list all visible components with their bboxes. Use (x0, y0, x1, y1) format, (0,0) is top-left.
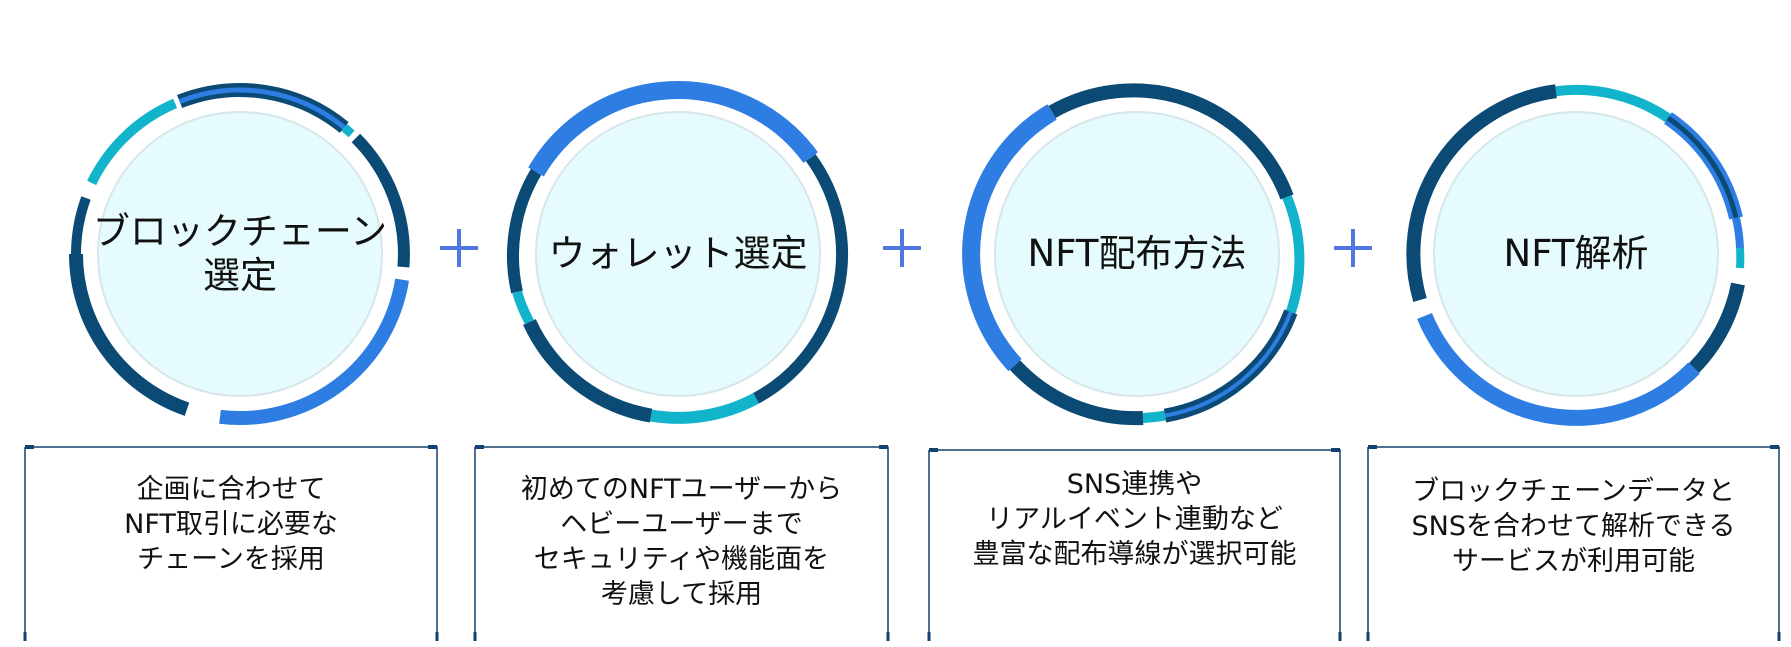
ring-arc-cyan (650, 392, 759, 424)
step-ring-wallet: ウォレット選定 (494, 70, 862, 438)
ring-arc-dark (1048, 83, 1294, 200)
ring-arc-cyan (512, 290, 534, 325)
ring-arc-blue (1164, 311, 1293, 418)
plus-icon (880, 226, 924, 270)
ring-arc-dark (753, 154, 849, 404)
ring-arc-dark (71, 196, 91, 255)
step-description: 初めてのNFTユーザーから ヘビーユーザーまで セキュリティや機能面を 考慮して… (520, 474, 843, 610)
ring-arc-dark (1406, 84, 1557, 302)
step-description: ブロックチェーンデータと SNSを合わせて解析できる サービスが利用可能 (1411, 476, 1736, 577)
ring-graphic (1406, 84, 1745, 426)
step-ring-distribution: NFT配布方法 (953, 70, 1321, 438)
description-card-distribution: SNS連携や リアルイベント連動など 豊富な配布導線が選択可能 (927, 448, 1342, 641)
ring-graphic (507, 81, 849, 424)
step-title: ウォレット選定 (548, 232, 808, 275)
ring-arc-dark (1009, 360, 1144, 426)
step-description: SNS連携や リアルイベント連動など 豊富な配布導線が選択可能 (972, 469, 1297, 570)
ring-graphic (962, 83, 1305, 426)
ring-arc-cyan (1555, 84, 1671, 123)
step-description: 企画に合わせて NFT取引に必要な チェーンを採用 (124, 474, 338, 575)
ring-arc-blue (528, 81, 818, 177)
ring-arc-cyan (87, 98, 178, 186)
plus-icon (1331, 226, 1375, 270)
step-ring-analytics: NFT解析 (1392, 70, 1760, 438)
ring-arc-dark (351, 133, 410, 268)
ring-arc-blue (178, 87, 346, 130)
ring-arc-dark (523, 319, 653, 423)
ring-graphic (69, 83, 410, 426)
description-card-wallet: 初めてのNFTユーザーから ヘビーユーザーまで セキュリティや機能面を 考慮して… (473, 445, 890, 641)
ring-arc-blue (1417, 312, 1700, 426)
description-card-blockchain: 企画に合わせて NFT取引に必要な チェーンを採用 (23, 445, 439, 641)
ring-arc-blue (962, 104, 1057, 372)
step-title: ブロックチェーン 選定 (92, 210, 388, 297)
step-title: NFT配布方法 (1027, 232, 1247, 275)
step-ring-blockchain: ブロックチェーン 選定 (56, 70, 424, 438)
ring-arc-dark (1688, 282, 1745, 373)
step-title: NFT解析 (1503, 232, 1649, 275)
ring-arc-dark (507, 168, 542, 294)
ring-arc-blue (1732, 217, 1744, 249)
plus-icon (437, 226, 481, 270)
ring-arc-cyan (341, 124, 355, 138)
description-card-analytics: ブロックチェーンデータと SNSを合わせて解析できる サービスが利用可能 (1366, 445, 1781, 641)
ring-arc-cyan (1282, 195, 1305, 314)
ring-arc-dark (69, 253, 190, 416)
ring-arc-cyan (1142, 410, 1166, 423)
ring-arc-dark (1666, 115, 1739, 219)
ring-arc-blue (219, 278, 410, 426)
